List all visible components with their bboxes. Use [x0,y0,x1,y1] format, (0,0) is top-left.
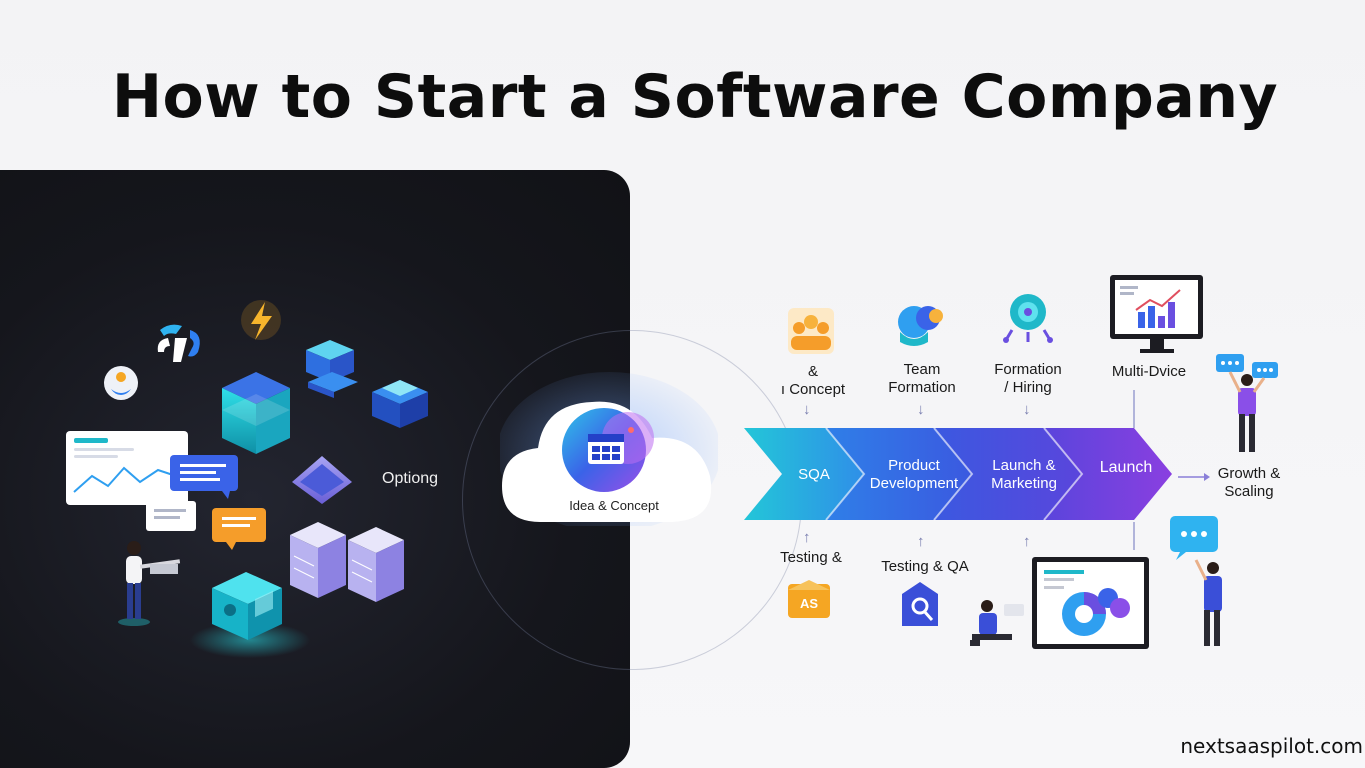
page-title: How to Start a Software Company [111,62,1279,132]
line-chart-card-icon [66,431,188,505]
person-with-chat-bubbles-illustration [1216,354,1278,452]
calendar-app-icon [588,434,624,464]
chat-bubble-blue-icon [170,455,238,499]
chevron-sqa-line1: SQA [798,466,830,483]
step-label-team-formation: Team Formation [872,361,972,397]
chip-cube-icon [190,572,310,658]
option-label: Optiong [382,470,439,487]
arrow-down-2-icon: ↓ [917,401,925,418]
chevron-product-line1: Product [888,457,940,474]
testing-shield-icon [902,582,938,626]
server-block-1-icon [290,522,346,598]
step-label-concept-line2: ı Concept [780,381,846,398]
step-label-concept-line1: & [807,363,818,380]
arrow-up-3-icon: ↑ [1023,533,1031,550]
chat-bubble-white-icon [146,501,196,531]
user-avatar-icon [104,366,138,400]
person-with-laptop-illustration [118,541,181,626]
growth-line2: Scaling [1224,483,1274,500]
chevron-launch-marketing-line2: Marketing [991,475,1057,492]
step-label-concept: & ı Concept [768,363,858,399]
step-label-multi-device-line1: Multi-Dvice [1111,363,1187,380]
growth-line1: Growth & [1217,465,1281,482]
dashboard-monitor-icon [1032,557,1149,649]
arrow-down-1-icon: ↓ [803,401,811,418]
chevron-sqa-label: SQA [782,466,846,484]
chevron-launch-marketing-line1: Launch & [992,457,1056,474]
growth-scaling-label: Growth & Scaling [1204,465,1294,501]
lightning-icon [241,300,281,340]
chevron-launch-marketing-label: Launch & Marketing [974,457,1074,493]
person-kneeling-laptop-illustration [970,600,1024,646]
arrow-down-3-icon: ↓ [1023,401,1031,418]
idea-cloud[interactable]: Idea & Concept [500,372,718,526]
teal-cube-icon [222,372,290,454]
server-block-2-icon [348,527,404,602]
step-label-hiring-line1: Formation [994,361,1062,378]
hiring-gear-icon [1003,294,1053,343]
step-label-multi-device: Multi-Dvice [1099,363,1199,381]
layered-stack-2-icon [372,380,428,428]
step-label-hiring-line2: / Hiring [1004,379,1052,396]
brand-logo-icon [157,324,200,362]
arrow-up-2-icon: ↑ [917,533,925,550]
team-formation-icon [898,306,943,346]
step-label-hiring: Formation / Hiring [980,361,1076,397]
analytics-monitor-icon [1110,275,1203,353]
layered-stack-icon [306,340,358,398]
chevron-product-label: Product Development [864,457,964,493]
team-group-icon [788,308,834,354]
cloud-label: Idea & Concept [569,498,659,513]
footer-url[interactable]: nextsaaspilot.com [1180,734,1363,758]
bottom-label-testing-qa: Testing & QA [881,558,969,575]
chevron-launch-line1: Launch [1099,459,1153,476]
bottom-label-testing: Testing & [780,549,842,566]
chevron-launch-label: Launch [1082,459,1170,477]
purple-diamond-icon [292,456,352,504]
arrow-up-1-icon: ↑ [803,529,811,546]
as-badge-label: AS [799,596,819,611]
step-label-team-line2: Formation [888,379,956,396]
chat-bubble-orange-icon [212,508,266,550]
person-pointing-illustration [1170,516,1222,646]
step-label-team-line1: Team [903,361,941,378]
chevron-product-line2: Development [869,475,959,492]
